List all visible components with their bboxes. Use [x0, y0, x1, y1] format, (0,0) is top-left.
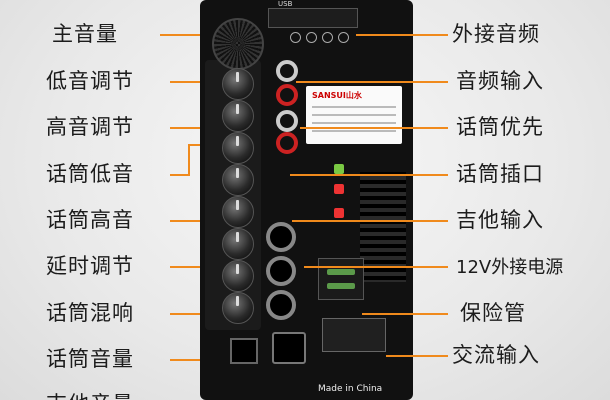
connector-line [356, 34, 448, 36]
mic-volume-knob[interactable] [222, 260, 254, 292]
label-mic-jack: 话筒插口 [456, 162, 544, 186]
echo-knob[interactable] [222, 228, 254, 260]
guitar-volume-knob[interactable] [222, 292, 254, 324]
label-guitar-volume: 吉他音量 [46, 392, 134, 400]
made-in-text: Made in China [318, 384, 383, 394]
brand-logo: SANSUI山水 [312, 91, 362, 100]
delay-knob[interactable] [222, 196, 254, 228]
play-button[interactable] [290, 32, 301, 43]
connector-line [362, 313, 448, 315]
label-12v-external-power: 12V外接电源 [456, 257, 564, 278]
mic-jack-2[interactable] [266, 256, 296, 286]
connector-line [160, 34, 222, 36]
mode-button[interactable] [338, 32, 349, 43]
low-indicator-led [334, 208, 344, 218]
fuse-2 [327, 283, 355, 289]
vent-grille [360, 172, 406, 282]
label-bass: 低音调节 [46, 69, 134, 93]
connector-line [296, 81, 448, 83]
main-volume-knob[interactable] [212, 18, 264, 70]
label-mic-treble: 话筒高音 [46, 208, 134, 232]
label-mic-priority: 话筒优先 [456, 115, 544, 139]
connector-line [386, 355, 448, 357]
label-audio-input: 音频输入 [456, 69, 544, 93]
connector-line [290, 174, 448, 176]
guitar-jack[interactable] [266, 290, 296, 320]
audio-in-rca-red[interactable] [276, 132, 298, 154]
mic-jack-1[interactable] [266, 222, 296, 252]
label-fuse: 保险管 [460, 301, 526, 325]
aux-in-rca-white[interactable] [276, 60, 298, 82]
connector-line [292, 220, 448, 222]
connector-line [188, 144, 190, 176]
connector-line [170, 174, 188, 176]
mic-bass-knob[interactable] [222, 132, 254, 164]
power-switch[interactable] [230, 338, 258, 364]
prev-button[interactable] [306, 32, 317, 43]
next-button[interactable] [322, 32, 333, 43]
fuse-1 [327, 269, 355, 275]
product-label-sticker: SANSUI山水 [306, 86, 402, 144]
label-mic-volume: 话筒音量 [46, 347, 134, 371]
treble-knob[interactable] [222, 100, 254, 132]
label-mic-reverb: 话筒混响 [46, 301, 134, 325]
audio-in-rca-white[interactable] [276, 110, 298, 132]
full-indicator-led [334, 164, 344, 174]
usb-label: USB [278, 0, 293, 8]
label-delay: 延时调节 [46, 254, 134, 278]
fuse-holder [318, 258, 364, 300]
label-treble: 高音调节 [46, 115, 134, 139]
label-main-volume: 主音量 [52, 22, 118, 46]
bass-knob[interactable] [222, 68, 254, 100]
label-mic-bass: 话筒低音 [46, 162, 134, 186]
label-aux-audio: 外接音频 [452, 22, 540, 46]
charge-indicator-led [334, 184, 344, 194]
mic-treble-knob[interactable] [222, 164, 254, 196]
aux-in-rca-red[interactable] [276, 84, 298, 106]
ac-input-socket[interactable] [322, 318, 386, 352]
label-ac-input: 交流输入 [452, 343, 540, 367]
media-control-bar [268, 8, 358, 28]
dc-12v-input[interactable] [272, 332, 306, 364]
connector-line [300, 127, 448, 129]
connector-line [304, 266, 448, 268]
label-guitar-input: 吉他输入 [456, 208, 544, 232]
